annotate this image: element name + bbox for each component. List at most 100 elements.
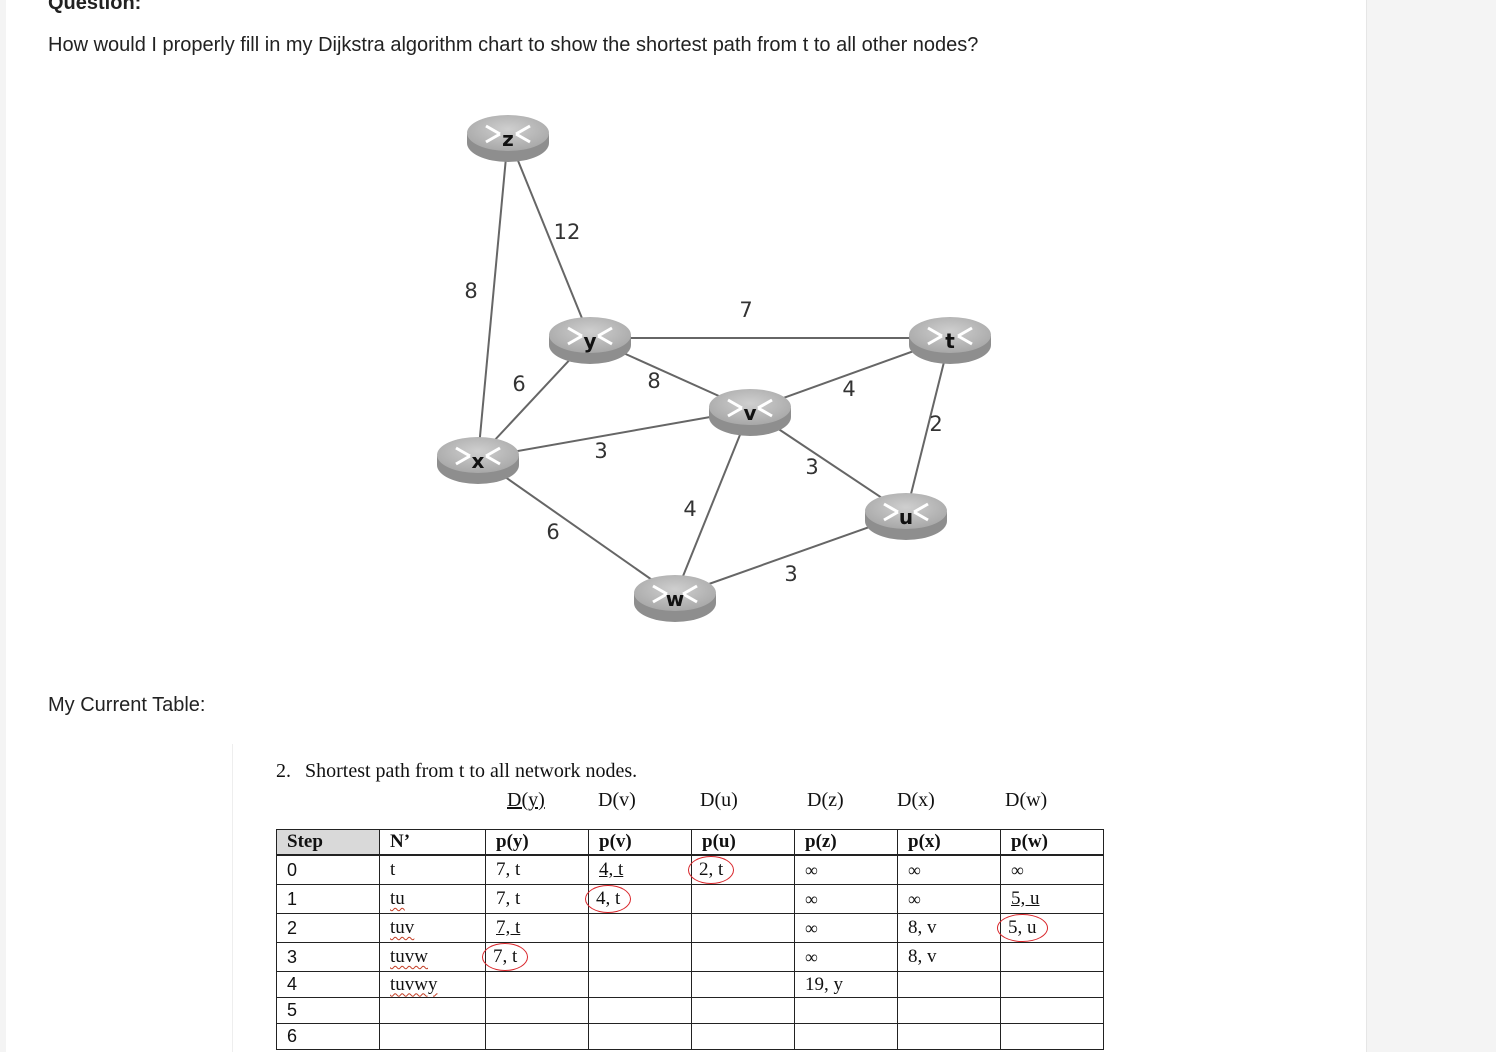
cell-px <box>897 997 1001 1024</box>
cell-py: 7, t <box>482 942 589 972</box>
cell-step: 1 <box>276 884 380 914</box>
cell-value: 4 <box>287 974 298 994</box>
edge-z-y <box>507 135 591 339</box>
cell-pw <box>1000 942 1104 972</box>
current-table-label: My Current Table: <box>48 694 206 716</box>
node-label-y: y <box>583 329 596 353</box>
cell-pu <box>691 913 795 943</box>
cell-px: ∞ <box>897 854 1001 885</box>
edge-weight-z-x: 8 <box>464 279 477 303</box>
cell-value: 5 <box>287 1000 298 1020</box>
cell-value: 4, t <box>599 859 624 880</box>
cell-step: 2 <box>276 913 380 943</box>
table-row: 4 tuvwy 19, y <box>276 971 1104 998</box>
cell-value: ∞ <box>805 888 818 909</box>
cell-value: 1 <box>287 888 298 909</box>
cell-value: t <box>390 859 396 880</box>
cell-pv: 4, t <box>588 854 692 885</box>
cell-pv <box>588 942 692 972</box>
question-heading: Question: <box>48 0 142 14</box>
node-label-u: u <box>899 505 913 529</box>
col-header-n: N’ <box>379 829 486 856</box>
edge-u-w <box>674 513 907 597</box>
cell-value: 5, u <box>1011 888 1040 909</box>
d-header-v: D(v) <box>598 789 636 811</box>
edge-weight-u-w: 3 <box>784 562 797 586</box>
router-node-x: x <box>437 437 519 484</box>
node-label-t: t <box>945 329 955 353</box>
worksheet-title: 2.Shortest path from t to all network no… <box>276 760 637 783</box>
cell-pv: 4, t <box>585 884 692 914</box>
cell-pv <box>588 1023 692 1050</box>
cell-pw <box>1000 997 1104 1024</box>
cell-pu <box>691 884 795 914</box>
cell-pz <box>794 997 898 1024</box>
cell-pz: ∞ <box>794 942 898 972</box>
cell-pz: 19, y <box>794 971 898 998</box>
edge-x-v <box>477 409 751 459</box>
cell-value: 4, t <box>585 885 632 913</box>
cell-value: 7, t <box>496 888 521 909</box>
router-node-z: z <box>467 115 549 162</box>
cell-pw: ∞ <box>1000 854 1104 885</box>
cell-value: ∞ <box>805 946 818 967</box>
edge-v-w <box>674 409 751 597</box>
node-label-v: v <box>743 401 756 425</box>
edge-t-u <box>905 337 951 515</box>
question-text: How would I properly fill in my Dijkstra… <box>48 34 979 56</box>
cell-pv <box>588 913 692 943</box>
cell-value: 7, t <box>496 859 521 880</box>
edge-weight-y-t: 7 <box>739 298 752 322</box>
edge-weight-y-x: 6 <box>512 372 525 396</box>
cell-value: ∞ <box>805 917 818 938</box>
node-label-w: w <box>666 587 684 611</box>
d-header-x: D(x) <box>897 789 935 811</box>
col-header-px: p(x) <box>897 829 1001 856</box>
cell-n <box>379 1023 486 1050</box>
cell-py <box>485 997 589 1024</box>
d-header-z: D(z) <box>807 789 844 811</box>
router-node-u: u <box>865 493 947 540</box>
edge-weight-x-w: 6 <box>546 520 559 544</box>
edge-z-x <box>477 135 509 459</box>
cell-value: 0 <box>287 859 298 880</box>
cell-pu <box>691 942 795 972</box>
edge-weight-v-t: 4 <box>842 377 855 401</box>
cell-px: ∞ <box>897 884 1001 914</box>
d-header-u: D(u) <box>700 789 738 811</box>
cell-pw: 5, u <box>997 913 1104 943</box>
cell-value: tuvwy <box>390 973 438 995</box>
cell-value: ∞ <box>908 859 921 880</box>
cell-n: tuv <box>379 913 486 943</box>
cell-value: tuv <box>390 917 415 938</box>
node-label-z: z <box>502 127 514 151</box>
cell-value: 2 <box>287 917 298 938</box>
edge-x-w <box>477 457 676 597</box>
cell-pw <box>1000 971 1104 998</box>
cell-value: tu <box>390 888 405 909</box>
cell-n: tuvw <box>379 942 486 972</box>
table-row: 0 t 7, t 4, t 2, t ∞ ∞ ∞ <box>276 854 1104 885</box>
cell-value: 3 <box>287 946 298 967</box>
cell-py: 7, t <box>485 913 589 943</box>
cell-value: ∞ <box>908 888 921 909</box>
cell-value: 7, t <box>496 917 521 938</box>
edge-weight-y-v: 8 <box>647 369 660 393</box>
cell-pu: 2, t <box>688 854 795 885</box>
router-node-w: w <box>634 575 716 622</box>
col-header-pu: p(u) <box>691 829 795 856</box>
col-header-pv: p(v) <box>588 829 692 856</box>
cell-value: 8, v <box>908 917 937 938</box>
edge-weight-v-u: 3 <box>805 455 818 479</box>
cell-px: 8, v <box>897 942 1001 972</box>
cell-pz <box>794 1023 898 1050</box>
cell-py: 7, t <box>485 884 589 914</box>
edge-weight-v-w: 4 <box>683 497 696 521</box>
cell-value: 5, u <box>997 914 1048 942</box>
d-header-y: D(y) <box>507 789 545 811</box>
cell-value: ∞ <box>805 859 818 880</box>
col-header-pw: p(w) <box>1000 829 1104 856</box>
table-row: 2 tuv 7, t ∞ 8, v 5, u <box>276 913 1104 943</box>
cell-px <box>897 971 1001 998</box>
